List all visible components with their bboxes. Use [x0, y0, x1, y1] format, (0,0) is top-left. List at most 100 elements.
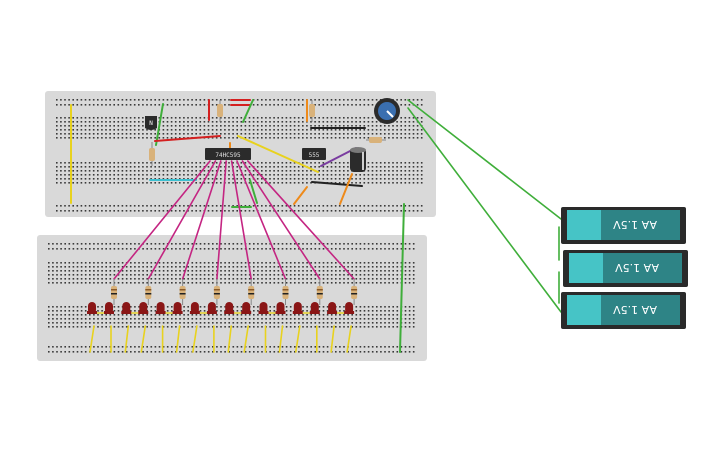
led-icon[interactable]: [224, 302, 242, 314]
resistor-icon[interactable]: [149, 142, 155, 166]
breadboard-hole: [392, 274, 394, 276]
resistor-icon[interactable]: [145, 279, 152, 305]
wire-yellow-jumper[interactable]: [346, 325, 352, 353]
wire-green-transistor[interactable]: [155, 103, 164, 146]
led-icon[interactable]: [258, 302, 276, 314]
wire-yellow-jumper[interactable]: [294, 325, 301, 353]
breadboard-hole: [130, 278, 132, 280]
electrolytic-capacitor-icon[interactable]: [350, 147, 366, 172]
breadboard-hole: [343, 326, 345, 328]
wire-magenta-output[interactable]: [241, 160, 321, 280]
led-icon[interactable]: [344, 302, 355, 314]
wire-yellow-jumper[interactable]: [175, 325, 181, 353]
breadboard-hole: [162, 326, 165, 328]
breadboard-hole: [343, 178, 345, 180]
timer-555-chip[interactable]: 555: [302, 148, 326, 160]
resistor-icon[interactable]: [309, 100, 315, 122]
wire-orange-bottom[interactable]: [293, 186, 308, 205]
wire-magenta-output[interactable]: [236, 160, 287, 280]
led-icon[interactable]: [292, 302, 310, 314]
led-icon[interactable]: [104, 302, 114, 314]
potentiometer-icon[interactable]: [374, 98, 400, 124]
breadboard-hole: [265, 243, 267, 245]
wire-green-mid[interactable]: [249, 179, 258, 204]
transistor[interactable]: N: [145, 116, 157, 130]
wire-black-bottom[interactable]: [311, 181, 363, 187]
led-icon[interactable]: [309, 302, 320, 314]
resistor-icon[interactable]: [282, 279, 289, 305]
breadboard-hole: [171, 310, 173, 312]
breadboard-hole: [154, 322, 157, 324]
resistor-icon[interactable]: [248, 279, 255, 305]
wire-magenta-output[interactable]: [247, 160, 355, 280]
wire-yellow-jumper[interactable]: [243, 325, 249, 353]
breadboard-hole: [359, 125, 361, 127]
wire-yellow-jumper[interactable]: [140, 325, 147, 353]
breadboard-hole: [80, 326, 83, 328]
wire-magenta-output[interactable]: [181, 160, 222, 280]
led-icon[interactable]: [172, 302, 183, 314]
breadboard-hole: [130, 346, 132, 348]
breadboard-hole: [261, 322, 263, 324]
breadboard-hole: [101, 282, 103, 284]
wire-magenta-output[interactable]: [216, 160, 227, 280]
battery-icon[interactable]: AA 1.5V: [561, 292, 686, 329]
resistor-icon[interactable]: [213, 279, 220, 305]
breadboard-hole: [392, 326, 394, 328]
breadboard-hole: [154, 306, 157, 308]
breadboard-hole: [257, 318, 259, 320]
battery-icon[interactable]: AA 1.5V: [561, 207, 686, 244]
led-icon[interactable]: [189, 302, 207, 314]
breadboard-hole: [48, 351, 50, 353]
resistor-icon[interactable]: [351, 279, 358, 305]
wire-yellow-jumper[interactable]: [89, 325, 95, 353]
wire-magenta-output[interactable]: [147, 160, 217, 280]
breadboard-hole: [330, 322, 333, 324]
breadboard-hole: [363, 322, 366, 324]
wire-green-top[interactable]: [242, 99, 254, 123]
led-icon[interactable]: [275, 302, 286, 314]
wire-yellow-jumper[interactable]: [124, 325, 130, 353]
resistor-icon[interactable]: [366, 137, 386, 143]
resistor-icon[interactable]: [217, 100, 223, 122]
wire-green-battery-2[interactable]: [407, 107, 562, 313]
breadboard-hole: [347, 178, 349, 180]
breadboard-hole: [56, 274, 58, 276]
wire-magenta-output[interactable]: [113, 160, 211, 280]
breadboard-hole: [80, 262, 83, 264]
breadboard-hole: [150, 314, 153, 316]
led-icon[interactable]: [138, 302, 149, 314]
resistor-icon[interactable]: [111, 279, 117, 305]
breadboard-hole: [281, 104, 284, 106]
led-icon[interactable]: [327, 302, 345, 314]
battery-icon[interactable]: AA 1.5V: [563, 250, 688, 287]
breadboard-hole: [232, 274, 235, 276]
led-icon[interactable]: [206, 302, 217, 314]
breadboard-hole: [117, 326, 120, 328]
wire-orange-cap[interactable]: [339, 173, 353, 205]
wire-green-battery-1[interactable]: [407, 99, 562, 220]
breadboard-hole: [146, 182, 148, 184]
breadboard-hole: [289, 210, 292, 212]
breadboard-hole: [253, 243, 255, 245]
led-icon[interactable]: [121, 302, 139, 314]
wire-yellow-jumper[interactable]: [192, 325, 198, 353]
resistor-icon[interactable]: [179, 279, 186, 305]
breadboard-hole: [371, 314, 374, 316]
breadboard-hole: [302, 266, 304, 268]
breadboard-hole: [281, 266, 284, 268]
breadboard-hole: [310, 121, 312, 123]
breadboard-hole: [334, 170, 337, 172]
resistor-icon[interactable]: [316, 279, 323, 305]
led-icon[interactable]: [87, 302, 104, 314]
wire-green-board-link[interactable]: [399, 203, 405, 353]
wire-yellow-diagonal[interactable]: [237, 135, 319, 173]
wire-yellow-jumper[interactable]: [330, 325, 335, 353]
wire-magenta-output[interactable]: [230, 160, 252, 280]
wire-yellow-jumper[interactable]: [227, 325, 232, 353]
wire-yellow-jumper[interactable]: [278, 325, 284, 353]
led-icon[interactable]: [155, 302, 173, 314]
led-icon[interactable]: [241, 302, 252, 314]
shift-register-chip[interactable]: 74HC595: [205, 148, 251, 160]
wire-red-transistor[interactable]: [154, 135, 221, 142]
